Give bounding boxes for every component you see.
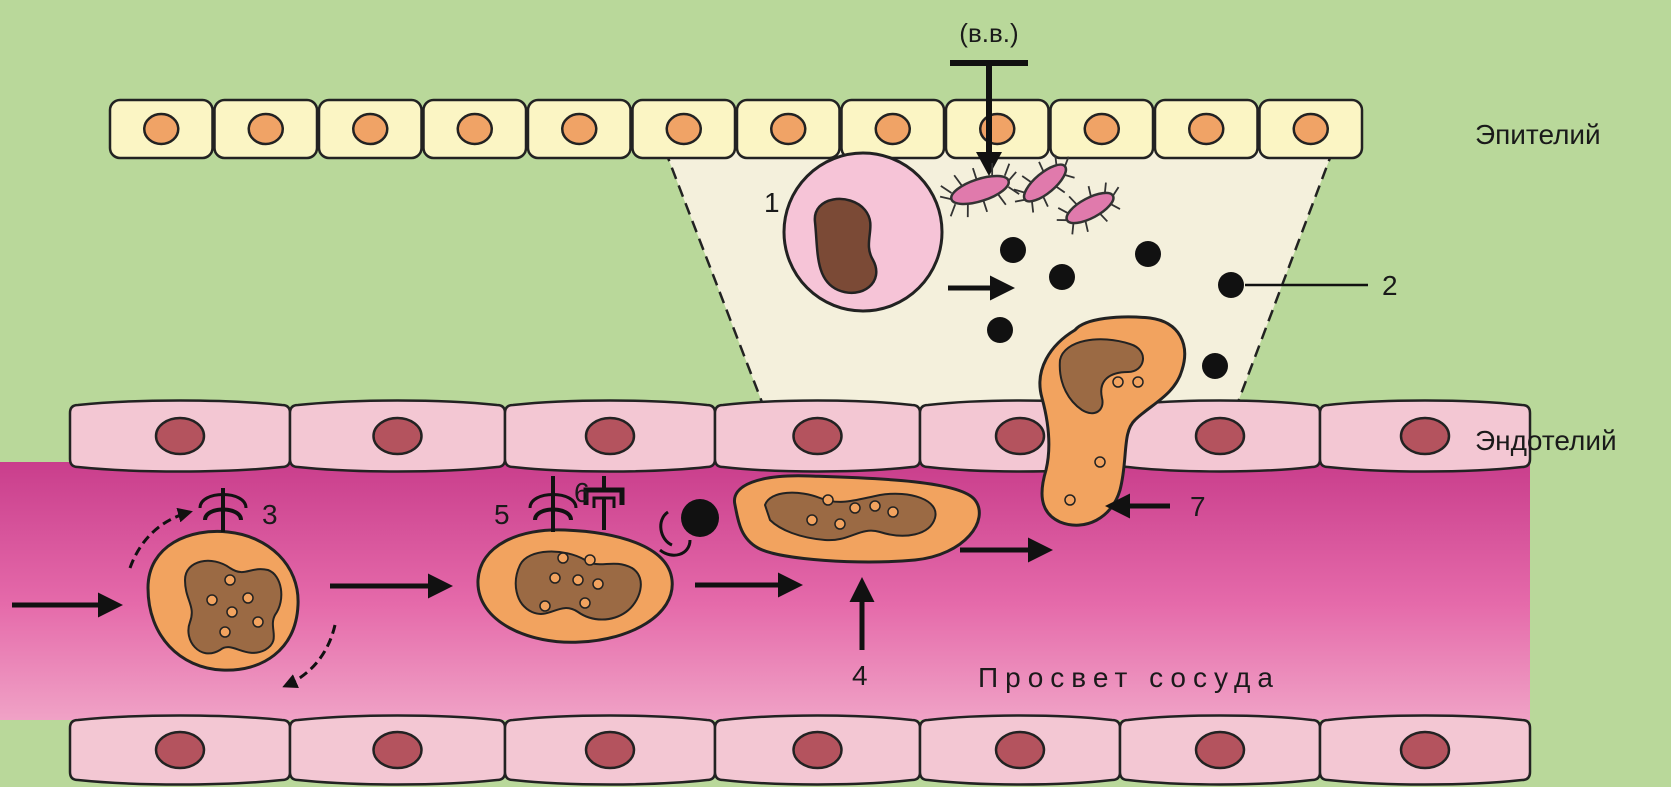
lumen-label: Просвет сосуда: [978, 662, 1280, 693]
endothelial-nucleus: [156, 732, 204, 768]
label-7: 7: [1190, 491, 1206, 522]
epithelial-nucleus: [1294, 114, 1328, 144]
endothelial-nucleus: [1196, 732, 1244, 768]
label-2: 2: [1382, 270, 1398, 301]
epithelial-nucleus: [980, 114, 1014, 144]
epithelial-cell: [842, 100, 945, 158]
epithelial-nucleus: [249, 114, 283, 144]
epithelial-nucleus: [771, 114, 805, 144]
epithelial-cell: [1155, 100, 1258, 158]
epithelial-cell: [1260, 100, 1363, 158]
epithelial-cell: [424, 100, 527, 158]
endothelial-cell: [505, 716, 715, 785]
leukocyte-activated: [478, 530, 672, 642]
endothelial-cell: [290, 716, 505, 785]
epithelial-cell: [319, 100, 422, 158]
endothelial-cell: [715, 716, 920, 785]
endothelium-bottom-layer: [70, 716, 1530, 785]
epithelial-cell: [215, 100, 318, 158]
label-3: 3: [262, 499, 278, 530]
endothelial-nucleus: [1401, 732, 1449, 768]
endothelial-nucleus: [374, 418, 422, 454]
endothelial-nucleus: [156, 418, 204, 454]
epithelial-cell: [737, 100, 840, 158]
epithelial-nucleus: [353, 114, 387, 144]
epithelial-cell: [946, 100, 1049, 158]
endothelial-cell: [290, 401, 505, 472]
leukocyte-rolling: [148, 531, 298, 670]
endothelial-cell: [715, 401, 920, 472]
endothelial-cell: [505, 401, 715, 472]
endothelial-nucleus: [586, 732, 634, 768]
epithelial-nucleus: [458, 114, 492, 144]
epithelial-cell: [528, 100, 631, 158]
endothelium-top-layer: [70, 401, 1530, 472]
endothelial-nucleus: [996, 732, 1044, 768]
epithelium-label: Эпителий: [1475, 119, 1601, 150]
endothelial-nucleus: [794, 418, 842, 454]
endothelial-nucleus: [586, 418, 634, 454]
endothelium-label: Эндотелий: [1475, 425, 1617, 456]
endothelial-cell: [70, 401, 290, 472]
epithelial-cell: [1051, 100, 1154, 158]
endothelial-nucleus: [1401, 418, 1449, 454]
leukocyte-adherent: [734, 476, 979, 562]
label-5: 5: [494, 499, 510, 530]
endothelial-cell: [1320, 716, 1530, 785]
endothelial-nucleus: [996, 418, 1044, 454]
epithelial-nucleus: [1085, 114, 1119, 144]
label-6: 6: [574, 477, 590, 508]
endothelial-nucleus: [1196, 418, 1244, 454]
endothelial-nucleus: [794, 732, 842, 768]
endothelial-cell: [1120, 716, 1320, 785]
endothelial-cell: [1120, 401, 1320, 472]
epithelial-nucleus: [876, 114, 910, 144]
macrophage-cell: [784, 153, 942, 311]
epithelium-layer: [110, 100, 1362, 158]
endothelial-cell: [70, 716, 290, 785]
endothelial-cell: [920, 716, 1120, 785]
epithelial-nucleus: [144, 114, 178, 144]
endothelial-nucleus: [374, 732, 422, 768]
epithelial-nucleus: [562, 114, 596, 144]
label-1: 1: [764, 187, 780, 218]
source-label: (в.в.): [959, 18, 1018, 48]
epithelial-cell: [110, 100, 213, 158]
epithelial-nucleus: [667, 114, 701, 144]
label-4: 4: [852, 660, 868, 691]
epithelial-nucleus: [1189, 114, 1223, 144]
epithelial-cell: [633, 100, 736, 158]
